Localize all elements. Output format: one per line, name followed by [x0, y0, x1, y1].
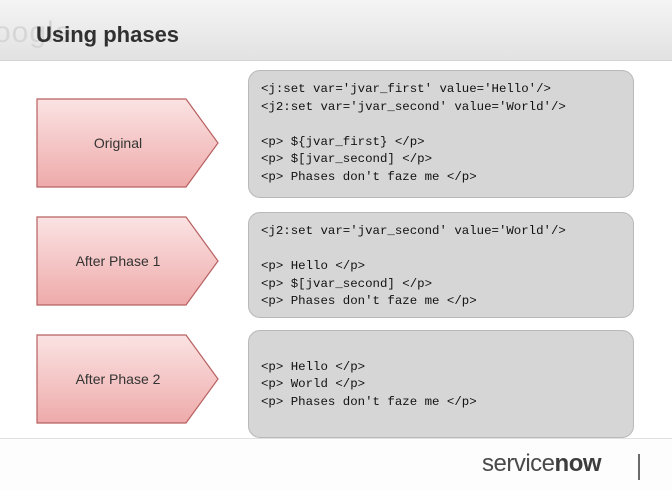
code-line: <p> World </p> [261, 377, 366, 391]
code-box-original: <j:set var='jvar_first' value='Hello'/> … [248, 70, 634, 198]
code-line [261, 241, 633, 259]
phase-arrow-after-phase-2: After Phase 2 [36, 334, 220, 424]
arrow-shape-icon [36, 334, 219, 424]
code-line [261, 116, 633, 134]
servicenow-logo: servicenow [482, 450, 602, 478]
code-line: <p> ${jvar_first} </p> [261, 134, 425, 149]
arrow-shape-icon [36, 216, 219, 306]
logo-text-service: service [482, 450, 555, 477]
phase-arrow-after-phase-1: After Phase 1 [36, 216, 220, 306]
arrow-shape-icon [36, 98, 219, 188]
code-line: <p> Hello </p> [261, 259, 366, 273]
footer-bar [0, 438, 672, 490]
code-line: <j:set var='jvar_first' value='Hello'/> [261, 82, 551, 96]
code-line: <p> $[jvar_second] </p> [261, 276, 433, 291]
phase-label: After Phase 1 [75, 253, 161, 269]
logo-divider [638, 454, 640, 480]
phase-label: After Phase 2 [75, 371, 161, 387]
code-line: <p> Phases don't faze me </p> [261, 294, 477, 308]
watermark: oogle [0, 16, 73, 49]
title-bar: oogle Using phases [0, 0, 672, 61]
phase-arrow-original: Original [36, 98, 220, 188]
code-box-after-phase-1: <j2:set var='jvar_second' value='World'/… [248, 212, 634, 318]
code-line: <j2:set var='jvar_second' value='World'/… [261, 99, 566, 114]
code-line [261, 341, 633, 359]
code-line: <p> Phases don't faze me </p> [261, 169, 477, 184]
code-line: <p> Hello </p> [261, 359, 366, 374]
code-line: <j2:set var='jvar_second' value='World'/… [261, 224, 566, 238]
slide-title: Using phases [36, 22, 180, 47]
phase-label: Original [93, 135, 143, 151]
code-box-after-phase-2: <p> Hello </p> <p> World </p> <p> Phases… [248, 330, 634, 438]
code-line: <p> Phases don't faze me </p> [261, 394, 477, 409]
code-line: <p> $[jvar_second] </p> [261, 152, 433, 166]
logo-text-now: now [554, 450, 602, 477]
